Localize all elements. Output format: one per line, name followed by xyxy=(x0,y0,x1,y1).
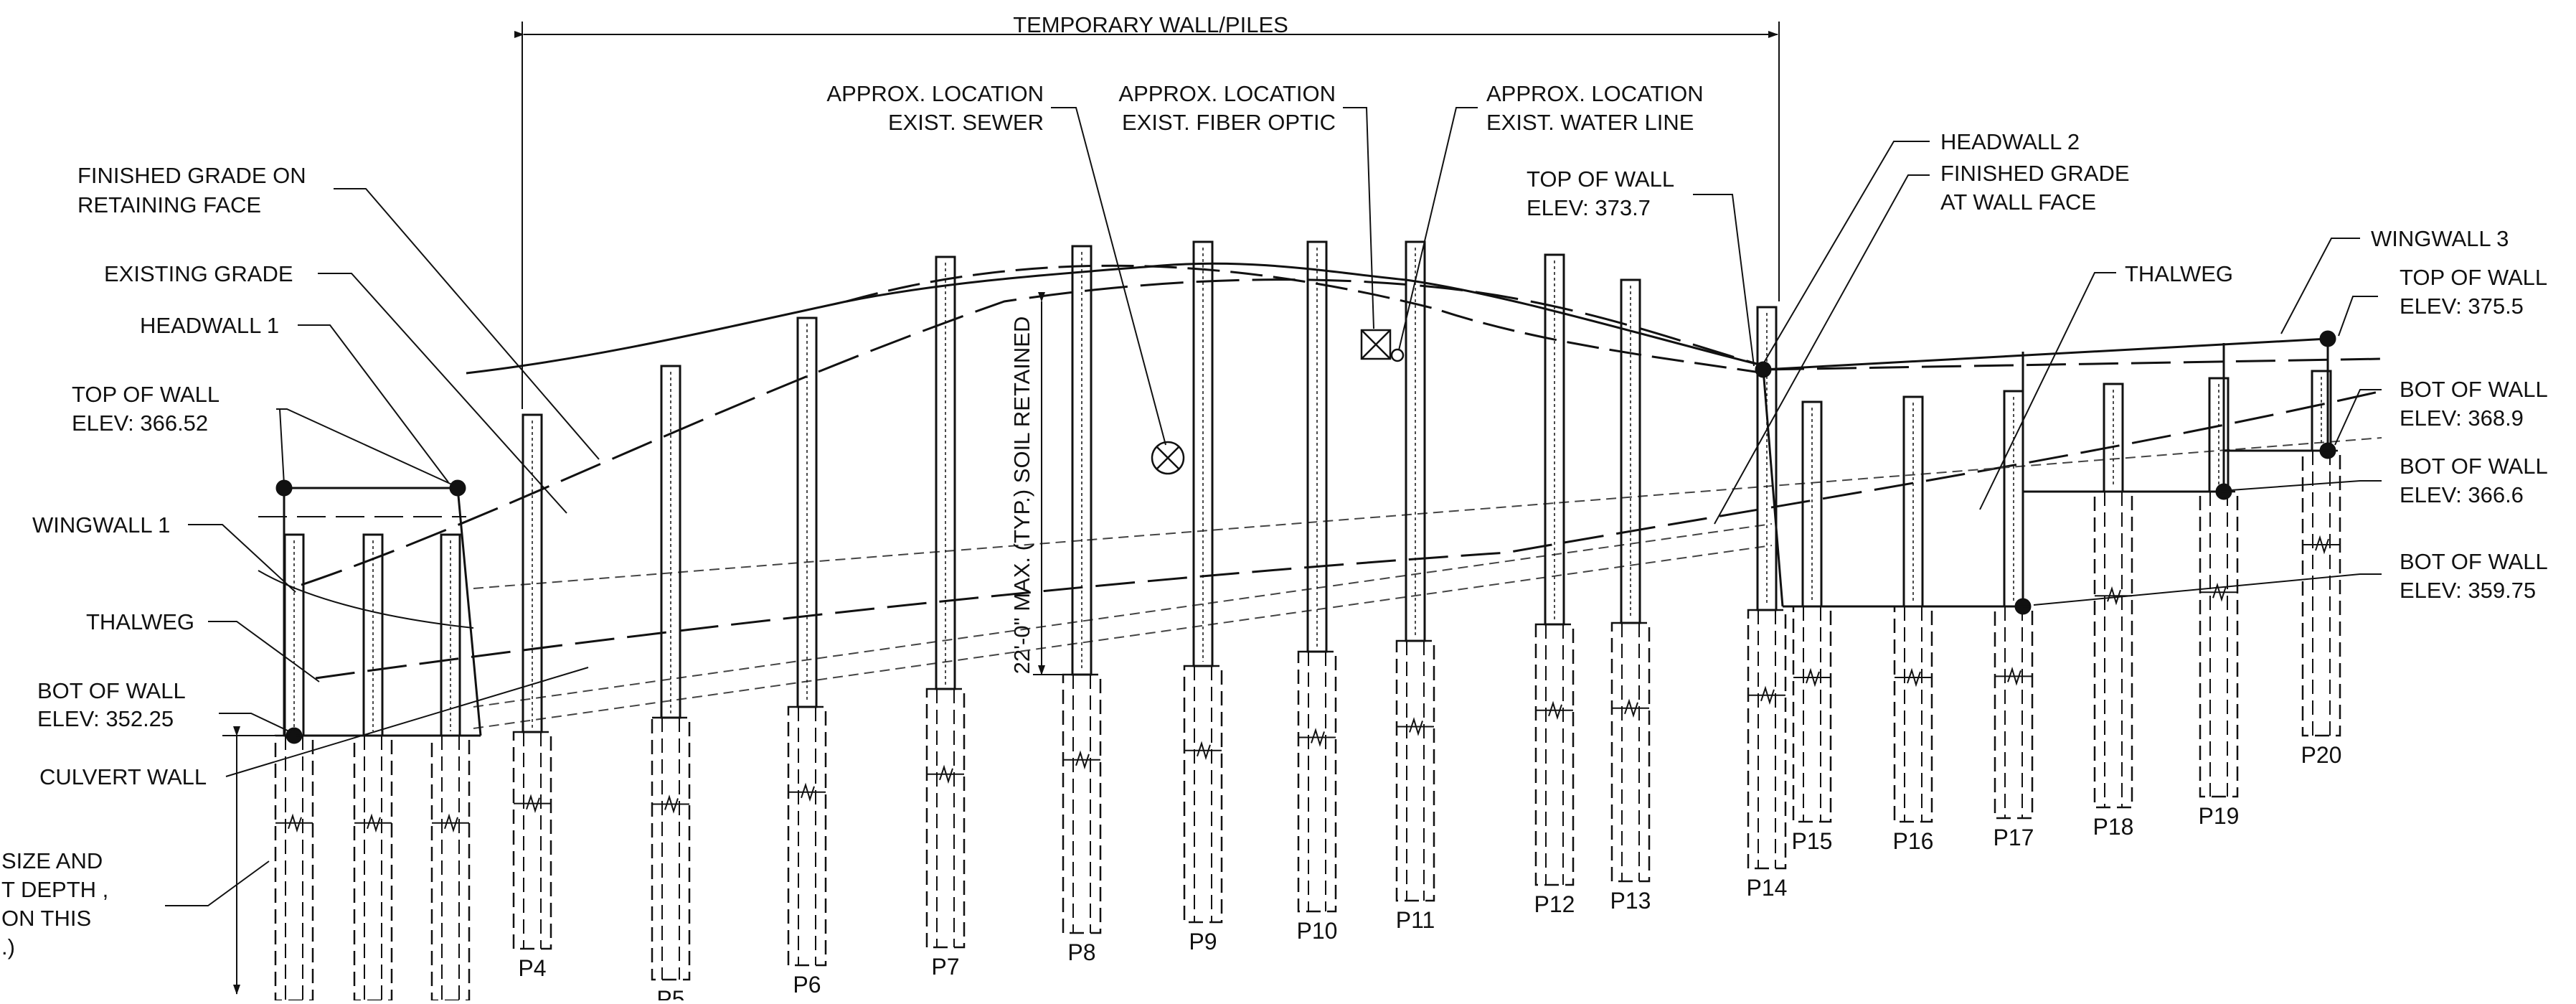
bot-wall-3a-label-2: ELEV: 368.9 xyxy=(2400,405,2524,431)
fiber-label-2: EXIST. FIBER OPTIC xyxy=(1122,110,1336,135)
culvert-wall-label: CULVERT WALL xyxy=(39,764,207,789)
pile-note-4: .) xyxy=(1,934,15,960)
top-wall-3-label-1: TOP OF WALL xyxy=(2400,265,2547,290)
pile-8: P8 xyxy=(1062,245,1102,965)
bot-wall-3a-label-1: BOT OF WALL xyxy=(2400,377,2548,402)
top-wall-1-label-2: ELEV: 366.52 xyxy=(72,410,208,436)
pile-7: P7 xyxy=(925,255,966,980)
pile-18: P18 xyxy=(2093,383,2134,840)
wingwall-3-label: WINGWALL 3 xyxy=(2371,226,2509,251)
pile-13: P13 xyxy=(1610,278,1651,914)
bot-wall-3c-label-2: ELEV: 359.75 xyxy=(2400,578,2536,603)
thalweg-right-label: THALWEG xyxy=(2125,261,2233,286)
pile-label: P19 xyxy=(2199,803,2240,829)
pile-16: P16 xyxy=(1893,395,1934,854)
top-wall-1-label-1: TOP OF WALL xyxy=(72,382,220,407)
thalweg-left-label: THALWEG xyxy=(86,609,194,634)
secondary-grade-line xyxy=(846,264,1765,375)
pile-note-2: T DEPTH , xyxy=(1,877,108,902)
sewer-label-2: EXIST. SEWER xyxy=(888,110,1044,135)
fiber-optic-symbol xyxy=(1360,329,1392,360)
soil-retained-dimension: 22'-0" MAX. (TYP.) SOIL RETAINED xyxy=(1009,292,1098,675)
pile-6: P6 xyxy=(787,316,827,998)
pile-1: P1 xyxy=(274,533,314,1002)
top-wall-3-label-2: ELEV: 375.5 xyxy=(2400,294,2524,319)
headwall-2-label: HEADWALL 2 xyxy=(1940,129,2080,154)
top-wall-2-label-2: ELEV: 373.7 xyxy=(1527,195,1651,220)
fiber-label-1: APPROX. LOCATION xyxy=(1118,81,1336,106)
pile-note-3: ON THIS xyxy=(1,906,91,931)
pile-14: P14 xyxy=(1747,306,1788,901)
culvert-headwall-1 xyxy=(258,479,482,744)
existing-grade-line xyxy=(466,262,1765,375)
pile-11: P11 xyxy=(1396,240,1435,933)
headwall-1-label: HEADWALL 1 xyxy=(140,313,279,338)
pile-10: P10 xyxy=(1297,240,1338,944)
pile-label: P20 xyxy=(2301,742,2342,768)
pile-12: P12 xyxy=(1534,253,1575,917)
pile-label: P10 xyxy=(1297,918,1338,944)
water-label-1: APPROX. LOCATION xyxy=(1486,81,1704,106)
span-label: TEMPORARY WALL/PILES xyxy=(1013,12,1288,37)
leaders xyxy=(165,107,2382,995)
bot-wall-1-label-1: BOT OF WALL xyxy=(37,678,186,703)
pile-label: P12 xyxy=(1534,891,1575,917)
pile-note-1: SIZE AND xyxy=(1,848,103,873)
finished-grade-retaining-1: FINISHED GRADE ON xyxy=(77,163,306,188)
callouts: APPROX. LOCATION EXIST. SEWER APPROX. LO… xyxy=(1,81,2548,960)
soil-retained-label: 22'-0" MAX. (TYP.) SOIL RETAINED xyxy=(1009,316,1034,675)
pile-4: P4 xyxy=(512,413,552,981)
finished-grade-wall-2: AT WALL FACE xyxy=(1940,189,2096,215)
pile-15: P15 xyxy=(1792,400,1833,854)
pile-label: P16 xyxy=(1893,828,1934,854)
sewer-label-1: APPROX. LOCATION xyxy=(826,81,1044,106)
span-dimension: TEMPORARY WALL/PILES xyxy=(514,12,1780,409)
pile-2: P2 xyxy=(353,533,393,1002)
pile-label: P14 xyxy=(1747,875,1788,901)
water-label-2: EXIST. WATER LINE xyxy=(1486,110,1694,135)
finished-grade-wall-1: FINISHED GRADE xyxy=(1940,161,2130,186)
bot-wall-1-label-2: ELEV: 352.25 xyxy=(37,706,174,731)
finished-grade-retaining-2: RETAINING FACE xyxy=(77,192,261,217)
pile-label: P4 xyxy=(518,955,546,981)
pile-label: P17 xyxy=(1994,825,2034,850)
pile-label: P7 xyxy=(931,954,959,980)
pile-label: P18 xyxy=(2093,814,2134,840)
pile-label: P5 xyxy=(656,986,684,1000)
water-line-symbol xyxy=(1390,348,1405,362)
pile-5: P5 xyxy=(651,365,691,1004)
pile-19: P19 xyxy=(2199,377,2240,829)
bot-wall-3c-label-1: BOT OF WALL xyxy=(2400,549,2548,574)
bot-wall-3b-label-2: ELEV: 366.6 xyxy=(2400,482,2524,507)
pile-label: P6 xyxy=(793,972,821,998)
sewer-symbol xyxy=(1151,441,1185,475)
pile-label: P11 xyxy=(1396,907,1435,933)
utilities xyxy=(1151,329,1405,475)
pile-20: P20 xyxy=(2301,370,2342,768)
pile-label: P9 xyxy=(1189,929,1217,954)
finished-grade-line xyxy=(301,278,1765,586)
grade-lines xyxy=(301,262,2382,729)
pile-label: P15 xyxy=(1792,828,1833,854)
pile-label: P13 xyxy=(1610,888,1651,914)
pile-9: P9 xyxy=(1183,240,1223,954)
pile-17: P17 xyxy=(1994,390,2034,850)
bot-wall-3b-label-1: BOT OF WALL xyxy=(2400,454,2548,479)
pile-3: P3 xyxy=(430,533,471,1002)
pile-label: P8 xyxy=(1067,939,1095,965)
thalweg-line xyxy=(315,390,2382,680)
existing-grade-label: EXISTING GRADE xyxy=(104,261,293,286)
top-wall-2-label-1: TOP OF WALL xyxy=(1527,166,1674,192)
wingwall-1-label: WINGWALL 1 xyxy=(32,512,170,538)
